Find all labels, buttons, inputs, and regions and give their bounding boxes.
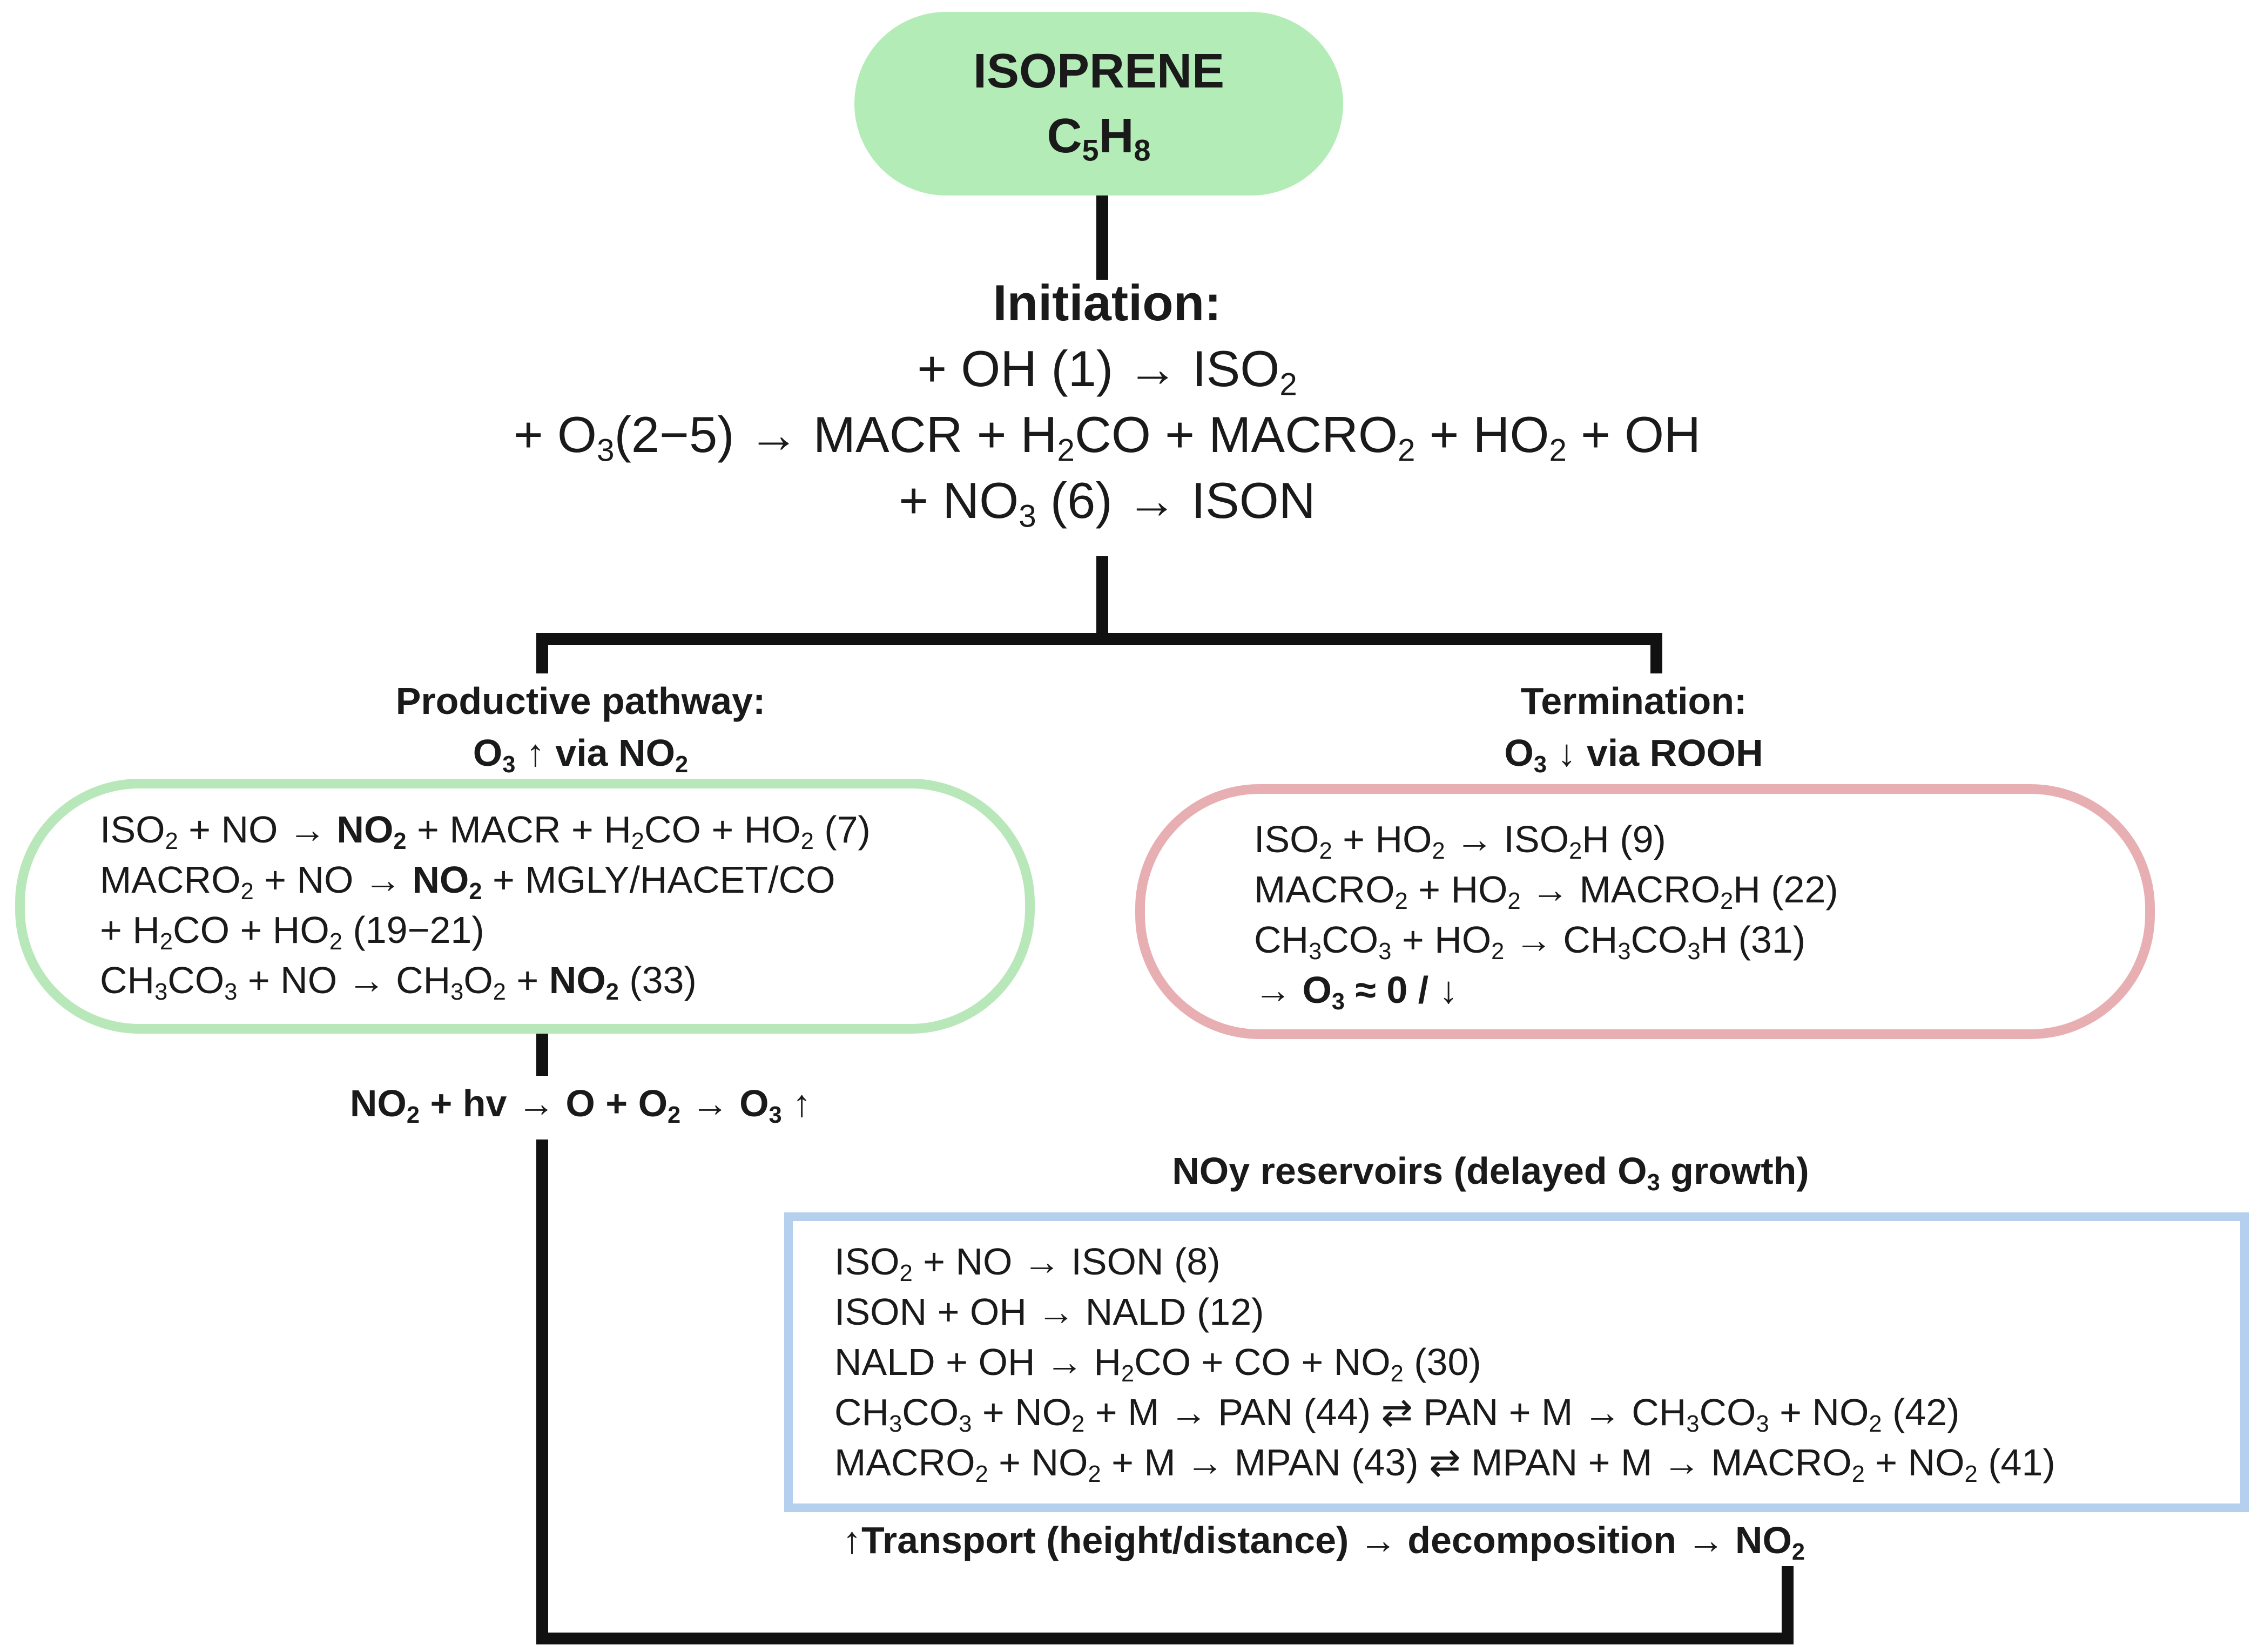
reaction-44-42: CH3CO3 + NO2 + M → PAN (44) ⇄ PAN + M → …	[834, 1391, 1960, 1438]
connector-transport-drop	[1782, 1566, 1794, 1644]
isoprene-name: ISOPRENE	[973, 44, 1225, 98]
connector-branch-left-drop	[536, 633, 548, 673]
reaction-7: ISO2 + NO → NO2 + MACR + H2CO + HO2 (7)	[100, 808, 871, 855]
connector-bottom-horizontal	[536, 1633, 1794, 1644]
reaction-22: MACRO2 + HO2 → MACRO2H (22)	[1254, 868, 1838, 915]
initiation-oh: + OH (1) → ISO2	[917, 340, 1297, 402]
termination-box	[1135, 784, 2155, 1039]
isoprene-formula: C5H8	[1047, 109, 1151, 167]
reaction-33: CH3CO3 + NO → CH3O2 + NO2 (33)	[100, 959, 697, 1006]
reaction-9: ISO2 + HO2 → ISO2H (9)	[1254, 818, 1666, 865]
initiation-no3: + NO3 (6) → ISON	[899, 472, 1316, 534]
reaction-19-21-a: MACRO2 + NO → NO2 + MGLY/HACET/CO	[100, 859, 835, 905]
noy-reactions: ISO2 + NO → ISON (8) ISON + OH → NALD (1…	[834, 1237, 2055, 1488]
connector-root-to-initiation	[1096, 195, 1108, 280]
reaction-8: ISO2 + NO → ISON (8)	[834, 1240, 1221, 1287]
reaction-12: ISON + OH → NALD (12)	[834, 1291, 1264, 1333]
productive-reactions: ISO2 + NO → NO2 + MACR + H2CO + HO2 (7) …	[100, 805, 871, 1006]
termination-reactions: ISO2 + HO2 → ISO2H (9) MACRO2 + HO2 → MA…	[1254, 814, 1838, 1015]
connector-productive-to-photolysis	[536, 1033, 548, 1076]
no2-photolysis: NO2 + hv → O + O2 → O3 ↑	[349, 1082, 812, 1129]
termination-title: Termination: O3 ↓ via ROOH	[1504, 680, 1763, 778]
reaction-19-21-b: + H2CO + HO2 (19−21)	[100, 909, 484, 955]
termination-result: → O3 ≈ 0 / ↓	[1254, 969, 1458, 1015]
productive-pathway-title: Productive pathway: O3 ↑ via NO2	[395, 680, 766, 778]
transport-decomposition: ↑Transport (height/distance) → decomposi…	[842, 1519, 1805, 1566]
noy-reservoirs-box	[784, 1212, 2249, 1512]
noy-reservoirs-title: NOy reservoirs (delayed O3 growth)	[1172, 1150, 1809, 1196]
reaction-31: CH3CO3 + HO2 → CH3CO3H (31)	[1254, 919, 1806, 965]
connector-branch-right-drop	[1650, 633, 1662, 673]
initiation-block: Initiation: + OH (1) → ISO2 + O3(2−5) → …	[378, 270, 1836, 534]
reaction-30: NALD + OH → H2CO + CO + NO2 (30)	[834, 1341, 1481, 1387]
connector-photolysis-down	[536, 1139, 548, 1644]
connector-branch-horizontal	[536, 633, 1662, 645]
initiation-o3: + O3(2−5) → MACR + H2CO + MACRO2 + HO2 +…	[513, 406, 1701, 468]
initiation-header: Initiation:	[993, 274, 1222, 331]
reaction-43-41: MACRO2 + NO2 + M → MPAN (43) ⇄ MPAN + M …	[834, 1441, 2055, 1488]
connector-initiation-down	[1096, 556, 1108, 643]
isoprene-node: ISOPRENE C5H8	[854, 12, 1343, 195]
